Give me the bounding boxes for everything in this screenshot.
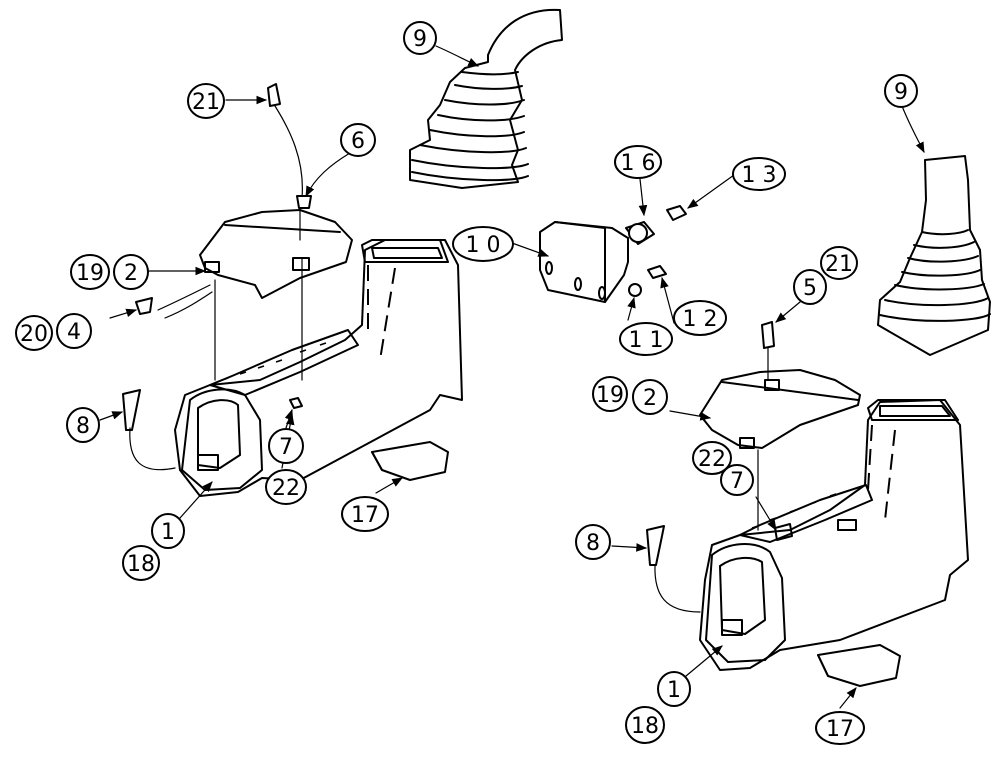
callout-label: 18 <box>127 552 155 577</box>
trim-pad-right <box>817 644 901 687</box>
callout-7b: 7 <box>720 464 754 496</box>
callout-label: 18 <box>631 714 659 739</box>
cover-right <box>699 369 861 449</box>
callout-circle <box>820 246 858 280</box>
callout-17b: 17 <box>815 711 865 745</box>
callout-22b: 22 <box>692 441 732 475</box>
callout-label: 19 <box>76 261 104 286</box>
callout-9a: 9 <box>403 21 437 55</box>
callout-label: 2 <box>643 386 657 411</box>
callout-6: 6 <box>340 123 376 157</box>
callout-21b: 21 <box>820 246 858 280</box>
console-left <box>174 239 463 497</box>
callout-label: 17 <box>351 503 379 528</box>
callout-circle <box>56 313 92 349</box>
callout-label: 1 2 <box>683 307 718 332</box>
callout-circle <box>341 496 389 532</box>
callout-19a: 19 <box>70 254 110 290</box>
callout-circle <box>625 706 665 744</box>
callout-label: 1 0 <box>466 233 501 258</box>
hardware-right <box>646 321 775 613</box>
callout-label: 1 6 <box>621 151 656 176</box>
callout-label: 4 <box>67 320 81 345</box>
callout-2b: 2 <box>632 379 668 415</box>
callout-circle <box>151 513 185 549</box>
callout-label: 1 3 <box>742 163 777 188</box>
bracket-center <box>539 205 687 303</box>
joystick-boot-left <box>409 8 563 189</box>
callout-5: 5 <box>793 269 827 305</box>
callout-circle <box>187 83 225 119</box>
callout-label: 7 <box>730 469 744 494</box>
callout-19b: 19 <box>592 376 628 412</box>
callout-label: 6 <box>351 129 365 154</box>
trim-pad-left <box>371 441 449 481</box>
callout-circle <box>732 157 786 191</box>
callout-label: 22 <box>698 447 726 472</box>
callout-label: 9 <box>894 80 908 105</box>
callout-label: 7 <box>279 435 293 460</box>
callout-circle <box>815 711 865 745</box>
callout-8b: 8 <box>575 524 611 560</box>
callout-circle <box>268 428 304 464</box>
callout-1a: 1 <box>151 513 185 549</box>
callout-circle <box>66 407 100 443</box>
callout-circle <box>113 254 149 290</box>
callout-circle <box>340 123 376 157</box>
callout-label: 21 <box>192 90 220 115</box>
cover-left <box>199 209 353 299</box>
callout-label: 2 <box>124 261 138 286</box>
callout-label: 5 <box>803 276 817 301</box>
console-right <box>699 399 969 671</box>
callout-9b: 9 <box>884 74 918 108</box>
callout-label: 21 <box>825 252 853 277</box>
callout-circle <box>619 322 673 356</box>
callout-label: 1 1 <box>629 328 664 353</box>
callout-7a: 7 <box>268 428 304 464</box>
joystick-boot-right <box>877 155 991 356</box>
callout-8a: 8 <box>66 407 100 443</box>
callout-21a: 21 <box>187 83 225 119</box>
callout-13: 1 3 <box>732 157 786 191</box>
hardware-left <box>122 83 312 471</box>
callout-circle <box>265 469 307 505</box>
callout-circle <box>884 74 918 108</box>
callout-label: 9 <box>413 27 427 52</box>
callout-circle <box>692 441 732 475</box>
callout-circle <box>657 671 691 707</box>
callout-12: 1 2 <box>673 300 727 336</box>
callout-label: 8 <box>586 531 600 556</box>
callout-label: 22 <box>272 476 300 501</box>
callout-label: 19 <box>596 383 624 408</box>
callout-22a: 22 <box>265 469 307 505</box>
callout-20: 20 <box>15 315 53 351</box>
callout-18a: 18 <box>122 545 160 581</box>
callout-circle <box>403 21 437 55</box>
callout-16: 1 6 <box>614 145 662 179</box>
callout-label: 1 <box>667 678 681 703</box>
callout-17a: 17 <box>341 496 389 532</box>
callout-circle <box>614 145 662 179</box>
callout-circle <box>720 464 754 496</box>
callout-circle <box>632 379 668 415</box>
callout-1b: 1 <box>657 671 691 707</box>
callout-circle <box>452 226 514 262</box>
callout-label: 8 <box>76 414 90 439</box>
callout-4: 4 <box>56 313 92 349</box>
callout-10: 1 0 <box>452 226 514 262</box>
callout-11: 1 1 <box>619 322 673 356</box>
callout-circle <box>793 269 827 305</box>
callout-circle <box>122 545 160 581</box>
callout-2a: 2 <box>113 254 149 290</box>
callout-circle <box>673 300 727 336</box>
callout-label: 17 <box>826 717 854 742</box>
callout-label: 20 <box>20 322 48 347</box>
callout-circle <box>70 254 110 290</box>
callout-18b: 18 <box>625 706 665 744</box>
callout-circle <box>575 524 611 560</box>
callout-circle <box>592 376 628 412</box>
callout-circle <box>15 315 53 351</box>
callout-label: 1 <box>161 520 175 545</box>
